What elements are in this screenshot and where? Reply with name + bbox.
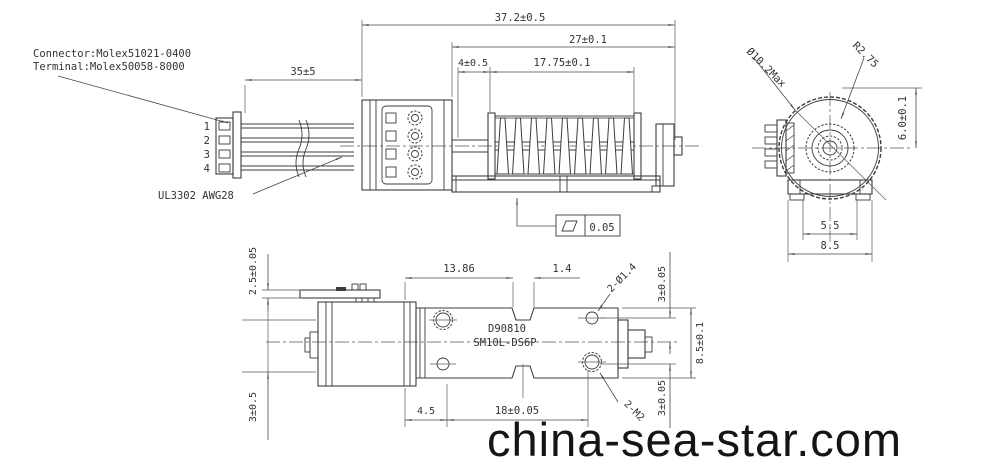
dim-overall-length: 37.2±0.5 (495, 12, 546, 24)
connector-assembly: 1 2 3 4 UL3302 AWG28 (158, 111, 354, 202)
dim-width-inner: 5.5 (821, 220, 840, 232)
pin-3-label: 3 (204, 149, 210, 161)
dim-plate-offset: 2.5±0.05 (248, 247, 259, 295)
flatness-value: 0.05 (589, 222, 614, 234)
bottom-view: D90810 SM10L-DS6P (266, 283, 680, 387)
watermark: china-sea-star.com (487, 413, 902, 466)
worm-gear (494, 115, 635, 177)
output-shaft-step2 (627, 329, 646, 359)
connector-note: Connector:Molex51021-0400 (33, 48, 191, 60)
dim-max-diameter: Ø10.2Max (744, 46, 788, 90)
gear-teeth-circle (805, 123, 855, 173)
hatch-lines (785, 124, 795, 172)
wire-spec-label: UL3302 AWG28 (158, 190, 234, 202)
harness-note: Connector:Molex51021-0400 Terminal:Molex… (33, 48, 229, 124)
bracket-holes (429, 310, 606, 372)
terminal-note: Terminal:Molex50058-8000 (33, 61, 185, 73)
motor-body-top (317, 301, 417, 387)
dim-radius: R2.75 (850, 40, 881, 71)
dim-small-holes: 2-Ø1.4 (605, 261, 639, 295)
end-view (752, 92, 910, 242)
fpc-plate (299, 289, 381, 299)
motor-body (361, 99, 453, 191)
shaft-circle (822, 140, 838, 156)
dim-shaft-height: 6.0±0.1 (897, 96, 909, 140)
motor-outline-knurled (778, 96, 882, 200)
worm-flange-right (633, 112, 642, 180)
dim-bracket-front: 13.86 (443, 263, 475, 275)
dim-notch-width: 1.4 (553, 263, 572, 275)
base-plate (787, 179, 873, 195)
dim-hole-offset-bottom: 3±0.05 (657, 380, 668, 416)
flatness-symbol (561, 220, 578, 232)
dim-side-offset: 3±0.5 (248, 392, 259, 422)
flatness-callout: 0.05 (516, 198, 621, 237)
note-leader-line (57, 75, 229, 124)
mounting-bracket-top (415, 307, 619, 379)
wire-spec-leader (252, 156, 343, 195)
dim-hole-offset-top: 3±0.05 (657, 266, 668, 302)
connector-retainer (232, 111, 242, 179)
terminal-pins (385, 110, 423, 180)
pin-1-label: 1 (204, 121, 210, 133)
wire-bundle (241, 119, 354, 178)
gear-shaft (452, 139, 488, 153)
pin-2-label: 2 (204, 135, 210, 147)
output-shaft-step1 (617, 319, 629, 369)
dim-hole-span: 18±0.05 (495, 405, 539, 417)
dim-gap: 4±0.5 (458, 58, 488, 69)
output-shaft-tip (644, 336, 653, 353)
side-view (340, 99, 702, 193)
dim-width-outer: 8.5 (821, 240, 840, 252)
dim-front-offset: 4.5 (417, 406, 435, 417)
pin-4-label: 4 (204, 163, 210, 175)
shaft-tip (673, 136, 683, 156)
side-view-dimensions: 37.2±0.5 27±0.1 4±0.5 17.75±0.1 35±5 (244, 12, 676, 140)
dim-worm-length: 17.75±0.1 (534, 57, 591, 69)
part-number: D90810 (488, 323, 526, 335)
dim-bracket-height: 8.5±0.1 (695, 322, 706, 364)
end-support (655, 123, 675, 187)
model-number: SM10L-DS6P (473, 337, 536, 349)
terminal-header (381, 105, 433, 185)
mounting-bracket-side (451, 175, 661, 193)
dim-body-length: 27±0.1 (569, 34, 607, 46)
end-view-dimensions: Ø10.2Max R2.75 6.0±0.1 5.5 8.5 (744, 40, 922, 262)
dim-wire-length: 35±5 (290, 66, 315, 78)
